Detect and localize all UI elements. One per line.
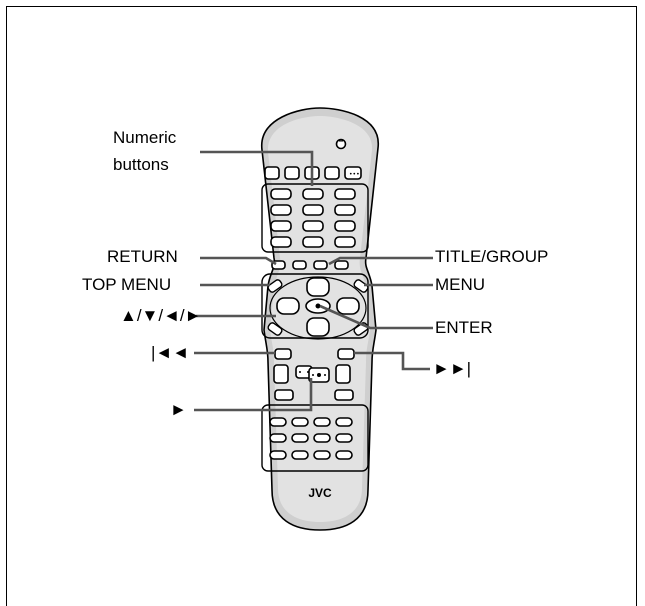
top-menu-button: [267, 279, 283, 293]
label-return: RETURN: [107, 247, 178, 266]
top-row-buttons: [264, 166, 362, 180]
label-skip-back: |◄◄: [151, 343, 190, 362]
label-numeric-buttons-1: Numeric: [113, 128, 177, 147]
transport-buttons: [273, 364, 354, 401]
label-skip-forward: ►►|: [433, 359, 472, 378]
power-button: [335, 138, 347, 150]
skip-back-button: [274, 348, 292, 360]
label-title-group: TITLE/GROUP: [435, 247, 549, 266]
label-top-menu: TOP MENU: [82, 275, 172, 294]
label-arrows: ▲/▼/◄/►: [120, 306, 202, 325]
figure-frame: [6, 6, 637, 606]
label-enter: ENTER: [435, 318, 493, 337]
label-numeric-buttons-2: buttons: [113, 155, 169, 174]
label-menu: MENU: [435, 275, 486, 294]
right-arrow-button: [336, 297, 360, 315]
leader-lines: [194, 150, 433, 412]
skip-forward-button: [337, 348, 355, 360]
lower-keypad-area: [261, 404, 369, 472]
lower-buttons: [269, 417, 353, 460]
navigation-cluster: [261, 273, 369, 339]
menu-button: [353, 279, 369, 293]
brand-logo: JVC: [308, 486, 332, 500]
numeric-keypad-area: [261, 183, 369, 253]
left-arrow-button: [276, 297, 300, 315]
label-play: ►: [170, 400, 187, 419]
play-button-dot: [317, 373, 321, 377]
up-arrow-button: [306, 277, 330, 297]
nav-ring: [269, 276, 367, 340]
numeric-buttons: [270, 188, 356, 248]
down-arrow-button: [306, 317, 330, 337]
svg-text:•••: •••: [349, 171, 360, 178]
